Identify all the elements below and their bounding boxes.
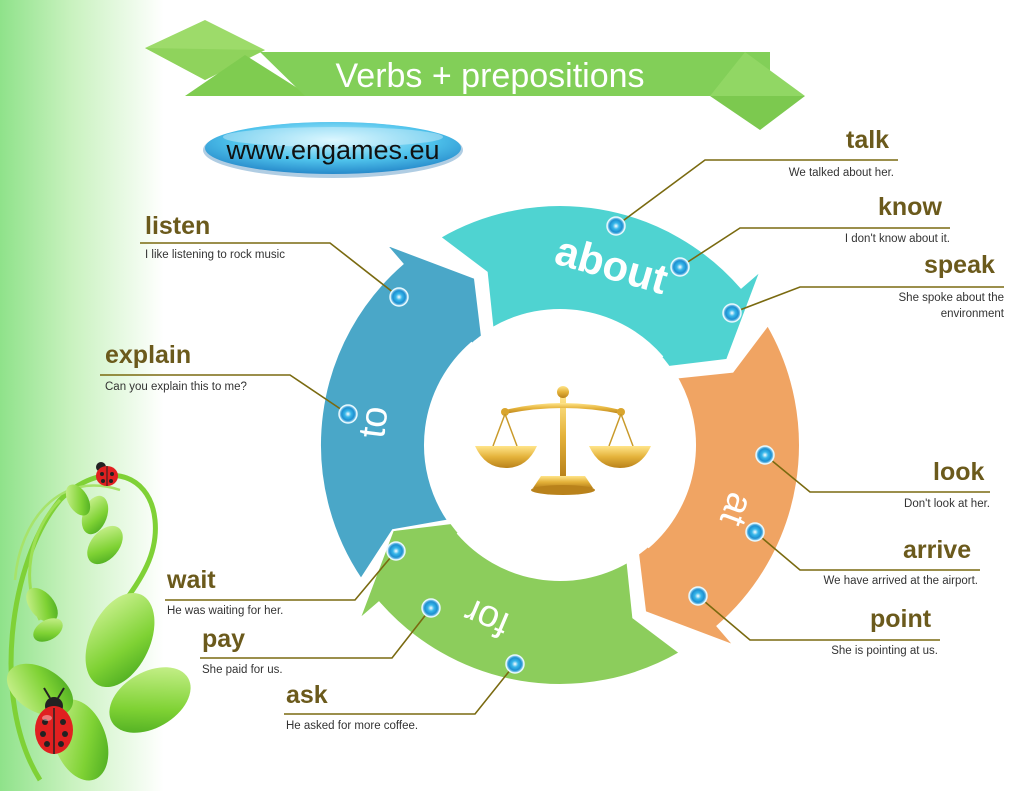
leader-lines: [100, 159, 1004, 715]
example-talk: We talked about her.: [788, 167, 894, 179]
example-arrive: We have arrived at the airport.: [823, 575, 978, 587]
website-link[interactable]: www.engames.eu: [226, 135, 440, 165]
example-know: I don't know about it.: [844, 233, 950, 245]
scales-of-justice-icon: [475, 386, 651, 495]
verb-point: point: [870, 605, 932, 633]
leader-line-look: [764, 454, 990, 493]
website-badge[interactable]: [203, 122, 463, 178]
connector-dot-point: [688, 586, 708, 606]
connector-dot-look: [755, 445, 775, 465]
example-speak: She spoke about the environment: [898, 292, 1005, 320]
leader-line-explain: [100, 374, 349, 415]
leader-line-pay: [200, 607, 432, 659]
connector-dot-explain: [338, 404, 358, 424]
example-point: She is pointing at us.: [831, 645, 938, 657]
leader-line-arrive: [754, 531, 980, 571]
leader-line-point: [697, 595, 940, 641]
preposition-to: to: [351, 404, 397, 441]
connector-dot-know: [670, 257, 690, 277]
leader-line-wait: [165, 550, 397, 601]
verb-ask: ask: [286, 681, 328, 709]
connector-dot-wait: [386, 541, 406, 561]
connector-dot-arrive: [745, 522, 765, 542]
example-explain: Can you explain this to me?: [105, 381, 247, 393]
verb-wait: wait: [167, 566, 216, 594]
verb-explain: explain: [105, 341, 192, 369]
ladybug-icon: [35, 687, 73, 754]
verb-speak: speak: [924, 251, 995, 279]
leader-line-know: [679, 227, 950, 268]
example-look: Don't look at her.: [904, 498, 990, 510]
connector-dot-ask: [505, 654, 525, 674]
connector-dot-talk: [606, 216, 626, 236]
verb-talk: talk: [846, 126, 890, 154]
leader-line-ask: [284, 663, 516, 715]
verb-know: know: [878, 193, 942, 221]
example-ask: He asked for more coffee.: [286, 720, 419, 732]
example-listen: I like listening to rock music: [145, 249, 285, 261]
example-wait: He was waiting for her.: [167, 605, 284, 617]
title-banner: [145, 20, 805, 130]
page-title: Verbs + prepositions: [335, 57, 645, 95]
connector-dot-speak: [722, 303, 742, 323]
verb-listen: listen: [145, 212, 211, 240]
verb-pay: pay: [202, 625, 246, 653]
verb-look: look: [933, 458, 985, 486]
connector-dot-listen: [389, 287, 409, 307]
verb-arrive: arrive: [903, 536, 972, 564]
example-pay: She paid for us.: [202, 664, 283, 676]
leader-line-talk: [615, 159, 898, 227]
leader-line-speak: [731, 286, 1004, 314]
leaf-vine: [6, 472, 191, 782]
leader-line-listen: [140, 242, 400, 298]
connector-dot-pay: [421, 598, 441, 618]
ladybug-icon: [96, 462, 118, 486]
